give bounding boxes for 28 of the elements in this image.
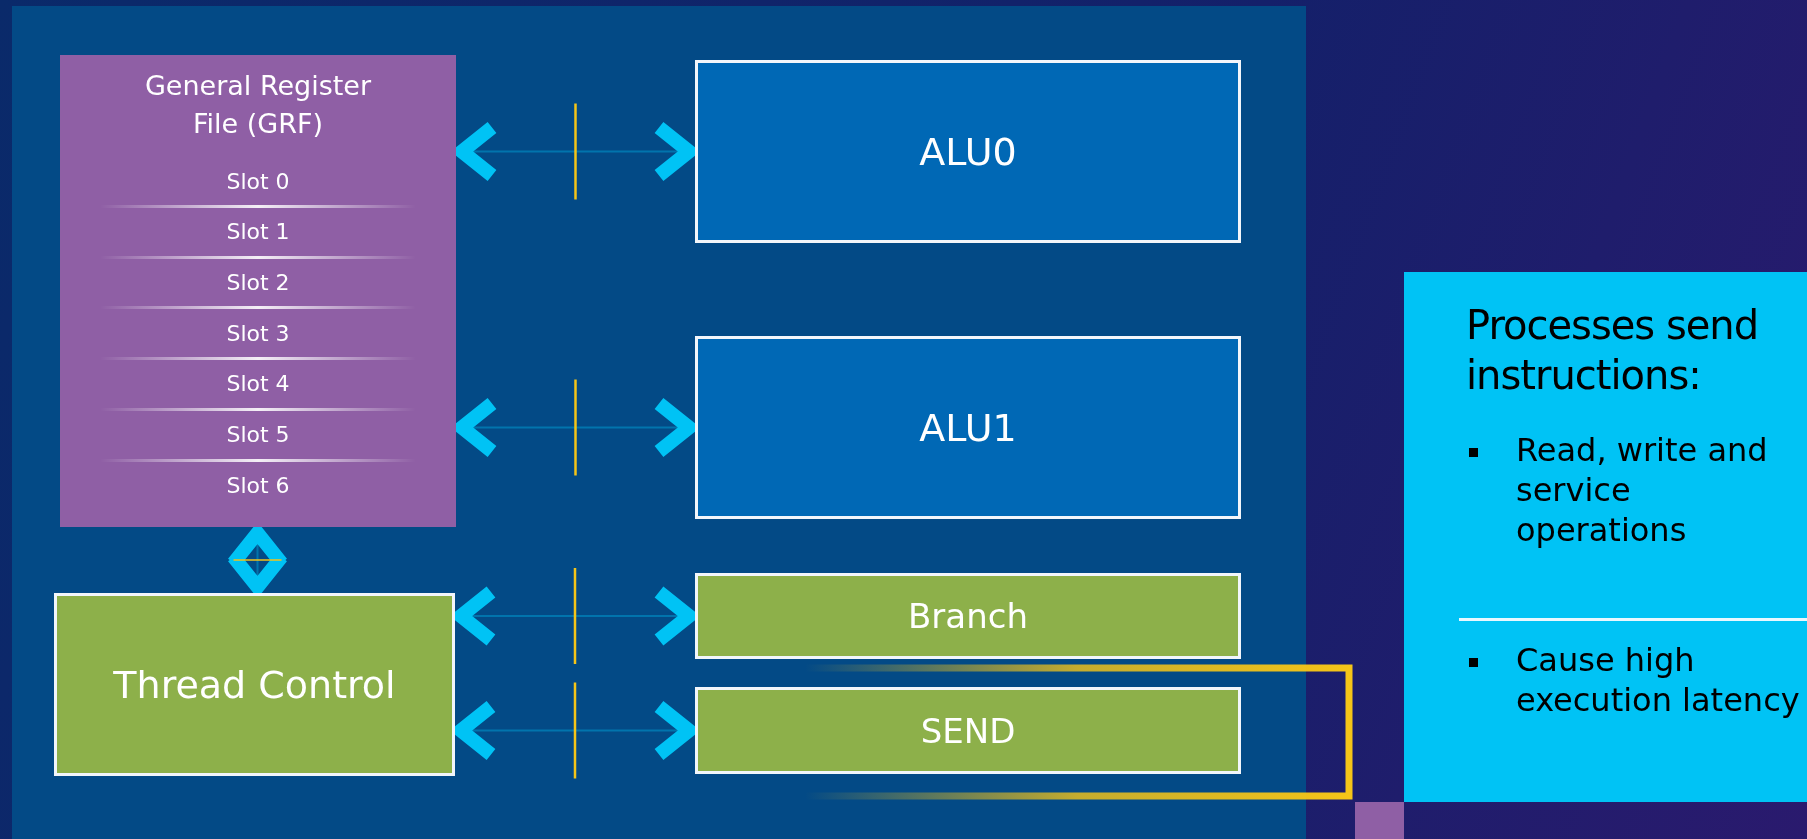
callout-heading: Processes send instructions: bbox=[1466, 301, 1760, 400]
alu-box bbox=[695, 60, 1241, 243]
unit-box bbox=[695, 687, 1241, 774]
slot-label: Slot 1 bbox=[226, 219, 290, 245]
bullet-text: Cause high execution latency bbox=[1516, 640, 1801, 720]
register-file-box bbox=[60, 55, 456, 527]
callout-panel bbox=[1404, 272, 1807, 802]
unit-box bbox=[54, 593, 455, 776]
slot-label: Slot 0 bbox=[226, 168, 290, 194]
slot-label: Slot 3 bbox=[226, 320, 290, 346]
double-arrow bbox=[455, 103, 696, 200]
alu-box bbox=[695, 336, 1241, 519]
slot-label: Slot 5 bbox=[226, 422, 290, 447]
unit-box bbox=[695, 573, 1241, 659]
box-label: Thread Control bbox=[113, 662, 396, 707]
double-arrow bbox=[454, 568, 696, 664]
bullet-text: Read, write and service operations bbox=[1516, 430, 1769, 550]
double-arrow bbox=[226, 526, 289, 594]
box-label: SEND bbox=[920, 710, 1016, 751]
slot-label: Slot 2 bbox=[226, 269, 290, 295]
slot-label: Slot 6 bbox=[226, 472, 290, 498]
double-arrow bbox=[455, 379, 696, 476]
double-arrow bbox=[454, 682, 696, 779]
box-label: ALU1 bbox=[919, 405, 1017, 450]
box-heading: General Register File (GRF) bbox=[143, 69, 373, 141]
slot-label: Slot 4 bbox=[226, 371, 290, 397]
box-label: ALU0 bbox=[919, 129, 1017, 174]
box-label: Branch bbox=[908, 596, 1028, 636]
